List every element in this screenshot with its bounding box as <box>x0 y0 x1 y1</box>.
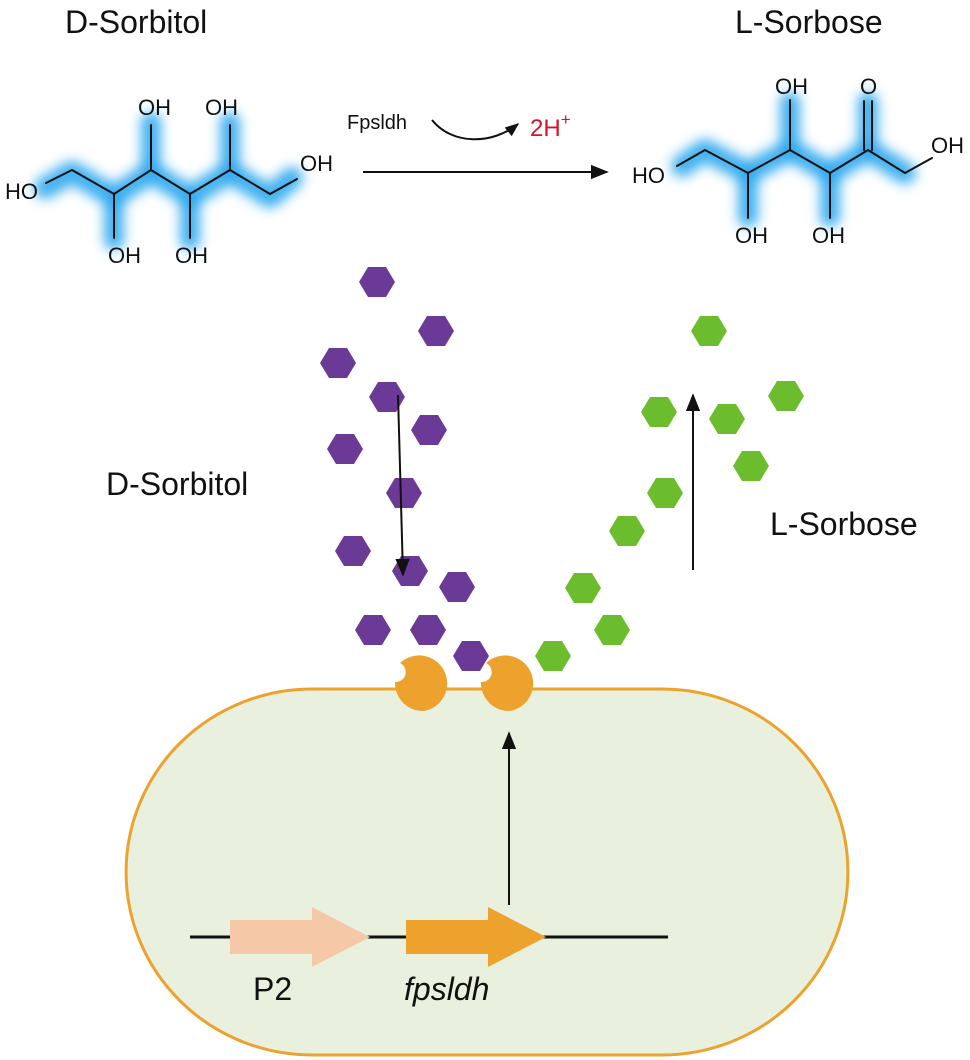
cell-body <box>124 687 850 1057</box>
sorbose-oh-bot1: OH <box>735 223 768 248</box>
sorbitol-hexagon <box>392 556 428 586</box>
sorbitol-hexagon <box>418 316 454 346</box>
enzyme-label: Fpsldh <box>347 112 407 134</box>
sorbitol-molecules <box>320 267 489 671</box>
sorbitol-hexagon <box>386 478 422 508</box>
sorbitol-uptake-arrow <box>395 394 410 577</box>
sorbitol-oh-top1: OH <box>138 95 171 120</box>
sorbose-hexagon <box>535 641 571 671</box>
promoter-arrow <box>230 907 370 967</box>
sorbitol-hexagon <box>439 572 475 602</box>
reaction: Fpsldh 2H+ <box>347 110 609 180</box>
membrane-enzyme <box>394 655 534 712</box>
promoter-label: P2 <box>253 971 292 1007</box>
sorbitol-oh-bot2: OH <box>175 243 208 268</box>
sorbose-hexagon <box>647 478 683 508</box>
gene-label: fpsldh <box>404 971 489 1007</box>
l-sorbose-structure: HO OH O OH OH OH <box>632 74 964 248</box>
genetic-construct: P2 fpsldh <box>190 907 668 1007</box>
sorbitol-hexagon <box>355 615 391 645</box>
sorbose-ho-left: HO <box>632 163 665 188</box>
enzyme-subunit-left <box>394 655 448 712</box>
sorbitol-oh-bot1: OH <box>108 243 141 268</box>
sorbose-o-keto: O <box>860 74 877 99</box>
enzyme-subunit-right <box>480 655 534 712</box>
sorbitol-hexagon <box>335 536 371 566</box>
gene-arrow <box>406 907 546 967</box>
sorbose-oh-bot2: OH <box>812 223 845 248</box>
proton-label: 2H+ <box>530 110 571 142</box>
sorbitol-hexagon <box>453 641 489 671</box>
sorbitol-hexagon <box>411 415 447 445</box>
sorbitol-hexagon <box>369 382 405 412</box>
sorbose-molecules <box>535 316 804 671</box>
sorbose-oh-right: OH <box>931 133 964 158</box>
sorbose-hexagon <box>733 451 769 481</box>
title-d-sorbitol: D-Sorbitol <box>65 4 207 40</box>
sorbitol-hexagon <box>359 267 395 297</box>
d-sorbitol-structure: HO OH OH OH OH OH <box>5 95 333 268</box>
sorbose-hexagon <box>565 573 601 603</box>
sorbose-hexagon <box>609 516 645 546</box>
sorbitol-oh-top2: OH <box>205 95 238 120</box>
sorbose-hexagon <box>768 381 804 411</box>
sorbose-oh-top: OH <box>775 74 808 99</box>
sorbitol-oh-right: OH <box>300 151 333 176</box>
proton-release-arrow <box>431 119 520 141</box>
sorbose-hexagon <box>594 615 630 645</box>
sorbitol-hexagon <box>410 615 446 645</box>
side-label-l-sorbose: L-Sorbose <box>770 506 918 542</box>
sorbitol-ho-left: HO <box>5 179 38 204</box>
sorbose-hexagon <box>709 404 745 434</box>
sorbitol-hexagon <box>320 348 356 378</box>
side-label-d-sorbitol: D-Sorbitol <box>106 466 248 502</box>
sorbitol-hexagon <box>327 434 363 464</box>
sorbose-hexagon <box>691 316 727 346</box>
sorbose-hexagon <box>641 397 677 427</box>
title-l-sorbose: L-Sorbose <box>735 4 883 40</box>
